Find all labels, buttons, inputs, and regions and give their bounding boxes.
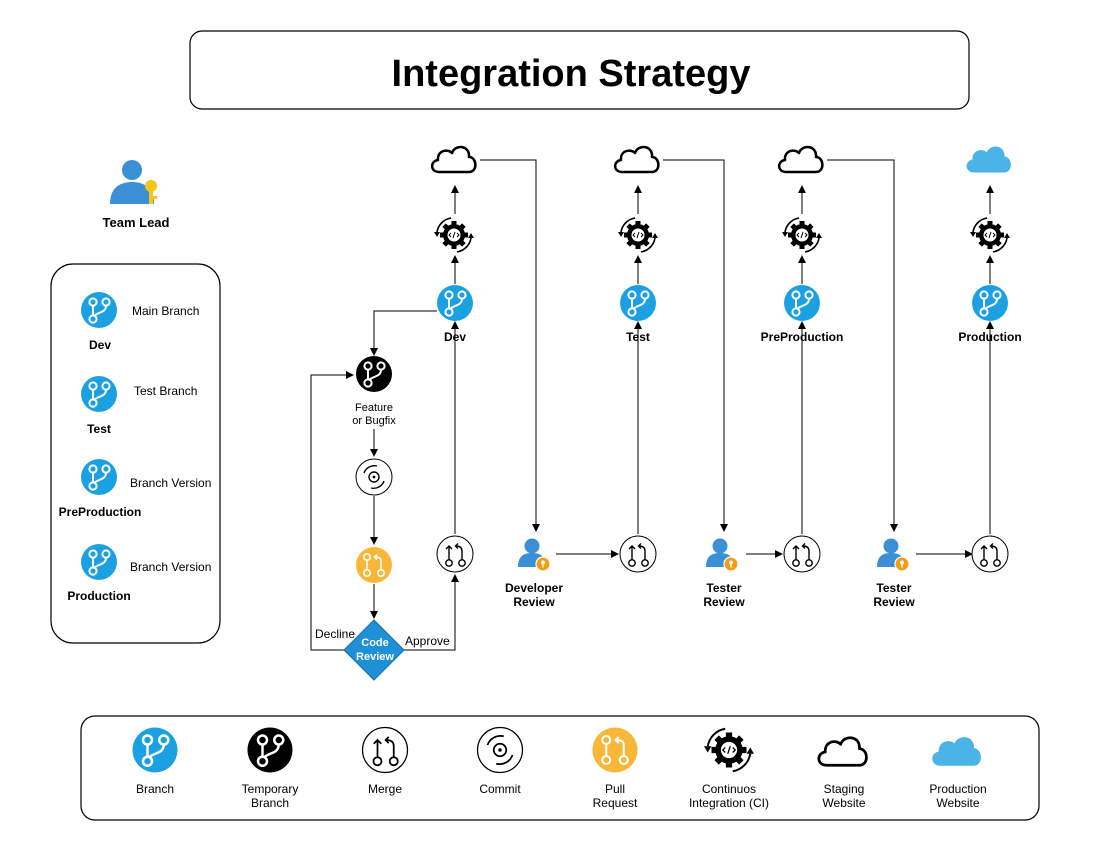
- legend-commit-icon: [476, 726, 524, 774]
- tester-review-1-user-icon: [705, 537, 739, 572]
- side-legend-production-desc: Branch Version: [130, 560, 211, 574]
- legend-commit-line1: Commit: [479, 782, 521, 796]
- tester-review-2-user-icon: [876, 537, 910, 572]
- legend-production-line2: Website: [936, 796, 979, 810]
- side-legend-dev-desc: Main Branch: [132, 304, 199, 318]
- dev-staging-cloud-icon: [430, 145, 477, 174]
- bottom-legend-box: [80, 715, 1040, 821]
- approve-label: Approve: [405, 634, 450, 648]
- preproduction-ci-icon: [781, 217, 823, 253]
- feature-label-line1: Feature: [355, 402, 393, 414]
- side-legend-production-name: Production: [67, 589, 130, 603]
- dev-branch-icon: [81, 292, 117, 328]
- code-review-diamond: [343, 619, 405, 681]
- legend-merge-icon: [361, 726, 409, 774]
- legend-ci-line2: Integration (CI): [689, 796, 769, 810]
- side-legend-preproduction-desc: Branch Version: [130, 476, 211, 490]
- side-legend-test-name: Test: [87, 422, 111, 436]
- legend-branch-icon: [133, 728, 178, 773]
- preproduction-staging-cloud-icon: [777, 145, 824, 174]
- preproduction-branch-label: PreProduction: [761, 330, 844, 344]
- legend-merge-line1: Merge: [368, 782, 402, 796]
- production-branch-icon: [81, 544, 117, 580]
- legend-branch-line1: Branch: [136, 782, 174, 796]
- feature-label-line2: or Bugfix: [352, 415, 396, 427]
- dev-ci-icon: [433, 217, 475, 253]
- side-legend-test: Test Branch Test: [81, 376, 197, 436]
- connectors: [310, 159, 994, 651]
- test-branch-icon: [81, 376, 117, 412]
- preproduction-merge-icon: [783, 535, 821, 573]
- feature-pull-request-icon: [355, 546, 393, 584]
- preproduction-branch-node-icon: [784, 285, 820, 321]
- side-legend-dev: Main Branch Dev: [81, 292, 199, 352]
- production-ci-icon: [969, 217, 1011, 253]
- dev-merge-icon: [436, 535, 474, 573]
- developer-review-line2: Review: [513, 595, 555, 609]
- test-merge-icon: [619, 535, 657, 573]
- tester-review-2-line1: Tester: [876, 581, 911, 595]
- production-website-cloud-icon: [966, 146, 1011, 173]
- code-review-line2: Review: [356, 651, 394, 663]
- decline-label: Decline: [315, 627, 355, 641]
- legend-pull-request-line2: Request: [593, 796, 638, 810]
- feature-commit-icon: [355, 458, 393, 496]
- side-legend-production: Branch Version Production: [67, 544, 211, 603]
- test-ci-icon: [617, 217, 659, 253]
- test-branch-node-icon: [620, 285, 656, 321]
- preproduction-branch-icon: [81, 459, 117, 495]
- production-branch-label: Production: [958, 330, 1021, 344]
- code-review-line1: Code: [361, 637, 389, 649]
- legend-pull-request-icon: [591, 726, 639, 774]
- tester-review-1-line1: Tester: [706, 581, 741, 595]
- legend-staging-line2: Website: [822, 796, 865, 810]
- side-legend-box: [50, 263, 221, 644]
- side-legend-dev-name: Dev: [89, 338, 111, 352]
- legend-temporary-branch-line1: Temporary: [242, 782, 299, 796]
- team-lead-label: Team Lead: [103, 215, 170, 230]
- legend-temporary-branch-line2: Branch: [251, 796, 289, 810]
- legend-production-line1: Production: [929, 782, 986, 796]
- production-merge-icon: [971, 535, 1009, 573]
- legend-pull-request-line1: Pull: [605, 782, 625, 796]
- production-branch-node-icon: [972, 285, 1008, 321]
- feature-branch-icon: [356, 356, 392, 392]
- developer-review-line1: Developer: [505, 581, 563, 595]
- page-title: Integration Strategy: [392, 53, 751, 95]
- tester-review-2-line2: Review: [873, 595, 915, 609]
- team-lead-icon: [110, 160, 157, 204]
- legend-ci-line1: Continuos: [702, 782, 756, 796]
- developer-review-user-icon: [517, 537, 551, 572]
- side-legend-preproduction-name: PreProduction: [59, 505, 142, 519]
- side-legend-test-desc: Test Branch: [134, 384, 197, 398]
- tester-review-1-line2: Review: [703, 595, 745, 609]
- test-branch-label: Test: [626, 330, 650, 344]
- dev-branch-node-icon: [437, 285, 473, 321]
- dev-branch-label: Dev: [444, 330, 466, 344]
- legend-temporary-branch-icon: [248, 728, 293, 773]
- title-box: [189, 30, 970, 110]
- side-legend-preproduction: Branch Version PreProduction: [59, 459, 211, 519]
- test-staging-cloud-icon: [613, 145, 660, 174]
- legend-staging-line1: Staging: [824, 782, 865, 796]
